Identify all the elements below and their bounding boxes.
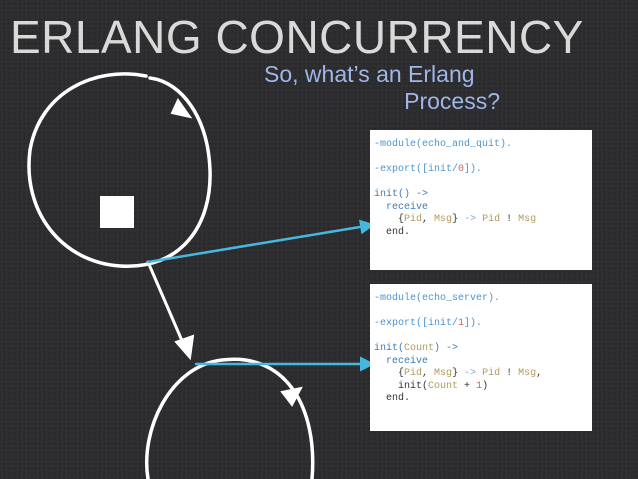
code-token: Pid (404, 368, 423, 379)
code-token: -module(echo_server). (374, 293, 501, 304)
code-token: Msg (434, 214, 453, 225)
code-line: end. (374, 227, 592, 240)
code-token: Pid (482, 214, 501, 225)
code-line: receive (374, 202, 592, 215)
code-token: -> (464, 214, 477, 225)
message-square-icon (100, 196, 134, 228)
code-token: -export([init/ (374, 164, 459, 175)
code-line: init(Count) -> (374, 343, 592, 356)
code-line: end. (374, 393, 592, 406)
code-token: receive (374, 201, 429, 213)
code-token: ]). (464, 164, 483, 175)
code-token: Pid (404, 214, 423, 225)
slide-title: ERLANG CONCURRENCY (10, 11, 584, 63)
code-token: -> (464, 368, 477, 379)
code-token: + (458, 380, 477, 392)
code-block-echo-server: -module(echo_server). -export([init/1]). i… (370, 284, 592, 431)
code-token: end. (374, 226, 411, 238)
code-line: -export([init/0]). (374, 164, 592, 177)
code-token: Count (404, 343, 435, 354)
code-line (374, 152, 592, 165)
code-token: 0 (458, 164, 465, 175)
code-token: -export([init/ (374, 318, 459, 329)
code-token: ) -> (434, 343, 459, 354)
code-token: 1 (476, 380, 483, 392)
process-circle-bottom-icon (145, 357, 315, 479)
code-token: init( (374, 343, 405, 354)
process-circle-top-icon (27, 72, 212, 268)
code-line: {Pid, Msg} -> Pid ! Msg, (374, 368, 592, 381)
slide-subtitle: So, what’s an Erlang Process? (264, 61, 500, 115)
code-token: ]). (464, 318, 483, 329)
code-block-echo-and-quit: -module(echo_and_quit). -export([init/0])… (370, 130, 592, 270)
code-token: Count (428, 380, 459, 392)
code-token: 1 (458, 318, 465, 329)
code-token: Msg (518, 214, 537, 225)
code-token: end. (374, 393, 411, 404)
code-line: init(Count + 1) (374, 381, 592, 394)
subtitle-line-2: Process? (404, 88, 500, 114)
code-token: init( (374, 380, 429, 392)
code-line (374, 306, 592, 319)
code-token: { (374, 368, 405, 379)
code-token: } (452, 368, 465, 379)
code-token: Pid (482, 368, 501, 379)
code-token: { (374, 214, 405, 225)
code-line: {Pid, Msg} -> Pid ! Msg (374, 214, 592, 227)
code-line (374, 331, 592, 344)
code-line: init() -> (374, 189, 592, 202)
code-pointer-arrow-top-icon (146, 219, 375, 264)
subtitle-line-1: So, what’s an Erlang (264, 61, 475, 87)
code-line: -module(echo_server). (374, 293, 592, 306)
code-token: , (422, 368, 435, 379)
code-line (374, 177, 592, 190)
code-token: ! (500, 368, 519, 379)
code-token: } (452, 214, 465, 225)
code-token: receive (374, 355, 429, 367)
code-line: receive (374, 356, 592, 369)
code-token: ) (482, 380, 489, 392)
code-token: ! (500, 214, 519, 225)
code-line: -module(echo_and_quit). (374, 139, 592, 152)
code-token: Msg (434, 368, 453, 379)
code-token: init() -> (374, 189, 429, 200)
code-token: Msg (518, 368, 537, 379)
code-token: , (422, 214, 435, 225)
code-token: -module(echo_and_quit). (374, 139, 513, 150)
spawn-arrow-icon (146, 260, 195, 361)
code-line: -export([init/1]). (374, 318, 592, 331)
code-token: , (536, 368, 543, 379)
